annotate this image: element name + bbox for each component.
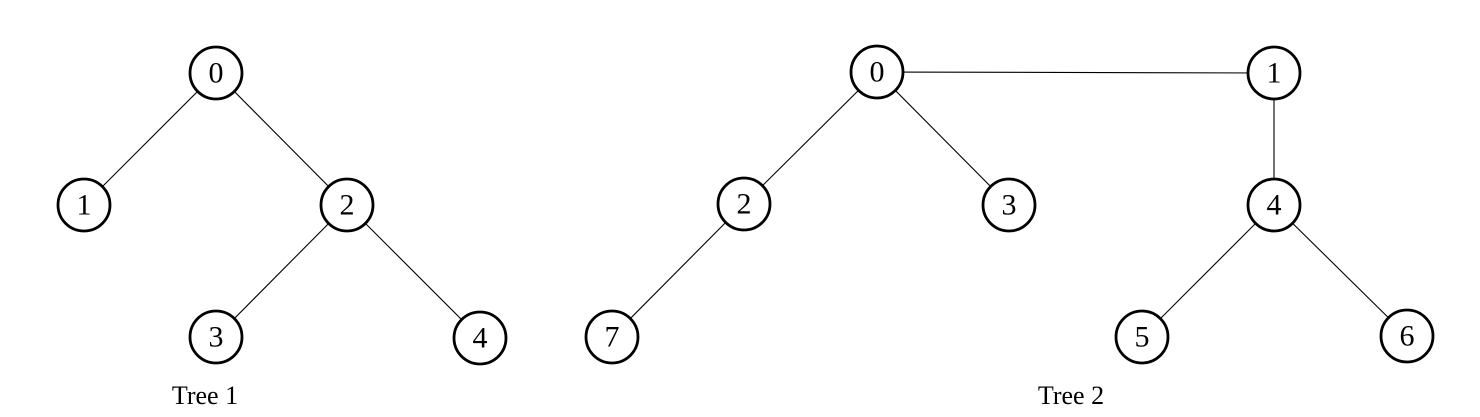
node-circle xyxy=(56,177,112,233)
tree-2-node-4: 4 xyxy=(1246,177,1302,233)
tree-2-edge-0-2 xyxy=(743,71,878,205)
tree-2-edge-4-5 xyxy=(1141,204,1275,338)
tree-2-caption: Tree 2 xyxy=(1038,381,1104,410)
node-label: 3 xyxy=(1002,189,1017,222)
tree-2-node-1: 1 xyxy=(1246,45,1302,101)
node-label: 1 xyxy=(77,189,92,222)
node-label: 6 xyxy=(1400,320,1415,353)
node-circle xyxy=(452,310,508,366)
tree-1-edge-0-2 xyxy=(215,72,348,206)
tree-1-edge-2-3 xyxy=(215,204,348,338)
tree-2-edge-4-6 xyxy=(1273,204,1408,337)
tree-2-node-5: 5 xyxy=(1114,309,1170,365)
tree-1-edge-2-4 xyxy=(346,204,481,339)
tree-2-node-3: 3 xyxy=(981,177,1037,233)
tree-1-node-2: 2 xyxy=(319,177,375,233)
node-circle xyxy=(188,45,244,101)
tree-2-edge-0-3 xyxy=(876,71,1010,206)
node-label: 5 xyxy=(1135,321,1150,354)
node-circle xyxy=(716,176,772,232)
node-circle xyxy=(981,177,1037,233)
tree-1-node-4: 4 xyxy=(452,310,508,366)
tree-1-caption: Tree 1 xyxy=(172,381,238,410)
tree-2-node-2: 2 xyxy=(716,176,772,232)
tree-2: 0 1 2 3 4 7 5 6 xyxy=(584,44,1435,365)
node-label: 4 xyxy=(473,322,488,355)
node-label: 4 xyxy=(1267,189,1282,222)
tree-1-node-3: 3 xyxy=(188,309,244,365)
node-label: 7 xyxy=(605,321,620,354)
node-circle xyxy=(1246,45,1302,101)
tree-2-node-6: 6 xyxy=(1379,308,1435,364)
node-label: 2 xyxy=(737,188,752,221)
node-circle xyxy=(1379,308,1435,364)
node-circle xyxy=(849,44,905,100)
tree-1: 0 1 2 3 4 xyxy=(56,45,508,366)
node-label: 3 xyxy=(209,321,224,354)
tree-2-edge-2-7 xyxy=(611,203,745,338)
node-label: 0 xyxy=(209,57,224,90)
node-circle xyxy=(1246,177,1302,233)
node-label: 2 xyxy=(340,189,355,222)
tree-1-edge-0-1 xyxy=(83,72,217,206)
tree-2-edge-0-1 xyxy=(876,71,1275,74)
node-label: 0 xyxy=(870,56,885,89)
node-circle xyxy=(1114,309,1170,365)
tree-2-node-0: 0 xyxy=(849,44,905,100)
node-circle xyxy=(188,309,244,365)
node-label: 1 xyxy=(1267,57,1282,90)
node-circle xyxy=(319,177,375,233)
tree-1-node-1: 1 xyxy=(56,177,112,233)
tree-1-node-0: 0 xyxy=(188,45,244,101)
tree-2-node-7: 7 xyxy=(584,309,640,365)
node-circle xyxy=(584,309,640,365)
